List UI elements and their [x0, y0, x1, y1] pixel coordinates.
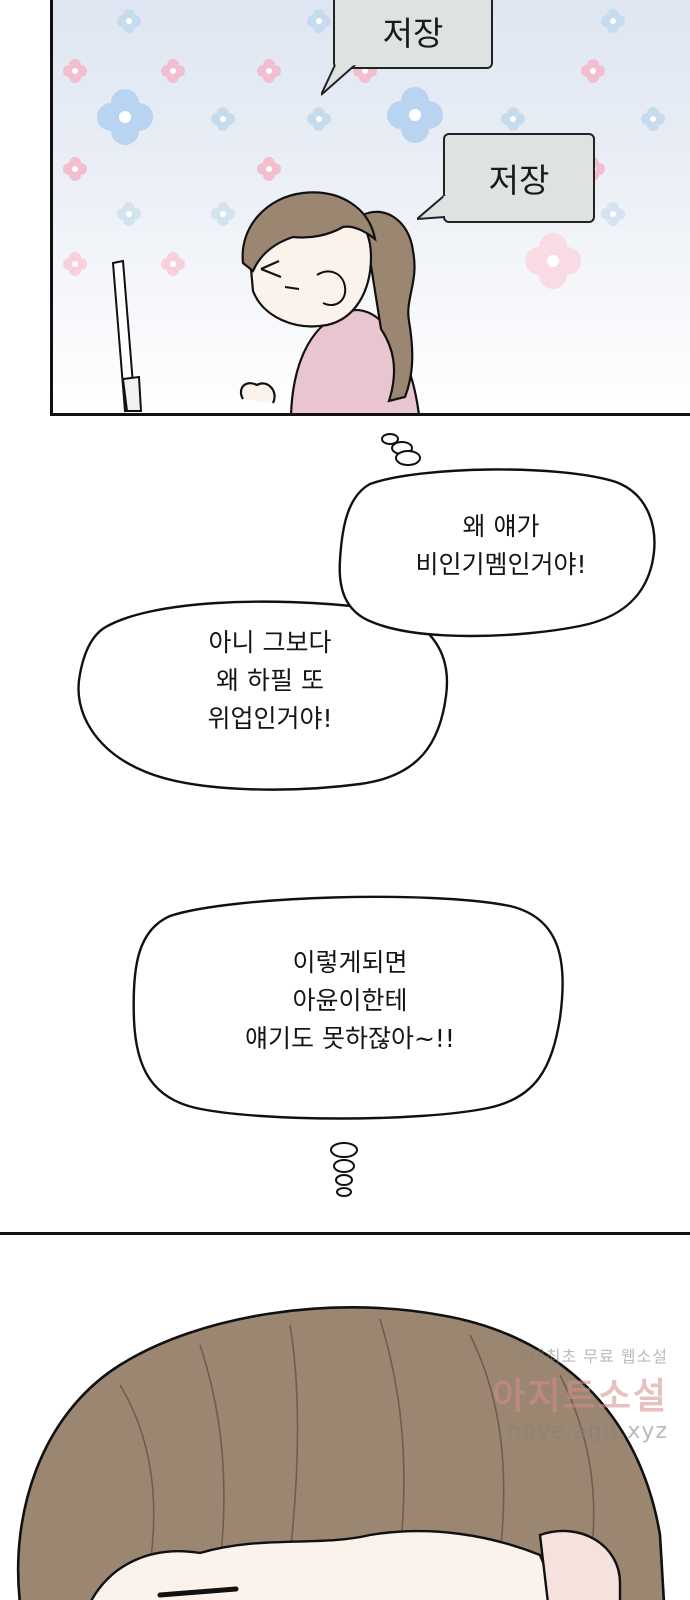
thought-bubble-middle — [132, 895, 564, 1120]
bottom-panel: 국내최초 무료 웹소설 아지트소설 nove.agit.xyz — [0, 1232, 690, 1600]
speech-box-save-1: 저장 — [333, 0, 493, 69]
panel-background-art — [63, 9, 665, 413]
watermark: 국내최초 무료 웹소설 아지트소설 nove.agit.xyz — [492, 1343, 668, 1444]
speech-text: 저장 — [382, 14, 444, 53]
thought-text-left: 아니 그보다 왜 하필 또 위업인거야! — [207, 628, 333, 733]
thought-text-middle: 이렇게되면 아윤이한테 얘기도 못하잖아~!! — [245, 948, 455, 1053]
thought-trail-bottom — [330, 1142, 358, 1197]
thought-bubble-left — [77, 600, 449, 791]
watermark-line-2: 아지트소설 — [492, 1376, 668, 1417]
speech-box-tail — [417, 195, 447, 221]
girl-closeup-art — [16, 1306, 666, 1600]
top-panel: 저장 저장 — [50, 0, 690, 416]
watermark-line-3: nove.agit.xyz — [507, 1419, 668, 1444]
thought-bubble-shapes — [77, 433, 656, 1197]
girl-at-computer — [239, 191, 420, 413]
speech-text: 저장 — [488, 161, 550, 200]
computer-monitor — [111, 259, 143, 413]
speech-box-save-2: 저장 — [443, 133, 595, 223]
watermark-line-1: 국내최초 무료 웹소설 — [514, 1347, 668, 1366]
thought-text-upper-right: 왜 얘가 비인기멤인거야! — [415, 512, 587, 579]
thought-trail-top — [381, 433, 421, 466]
thought-bubble-upper-right — [338, 468, 656, 638]
speech-box-tail — [321, 65, 356, 96]
